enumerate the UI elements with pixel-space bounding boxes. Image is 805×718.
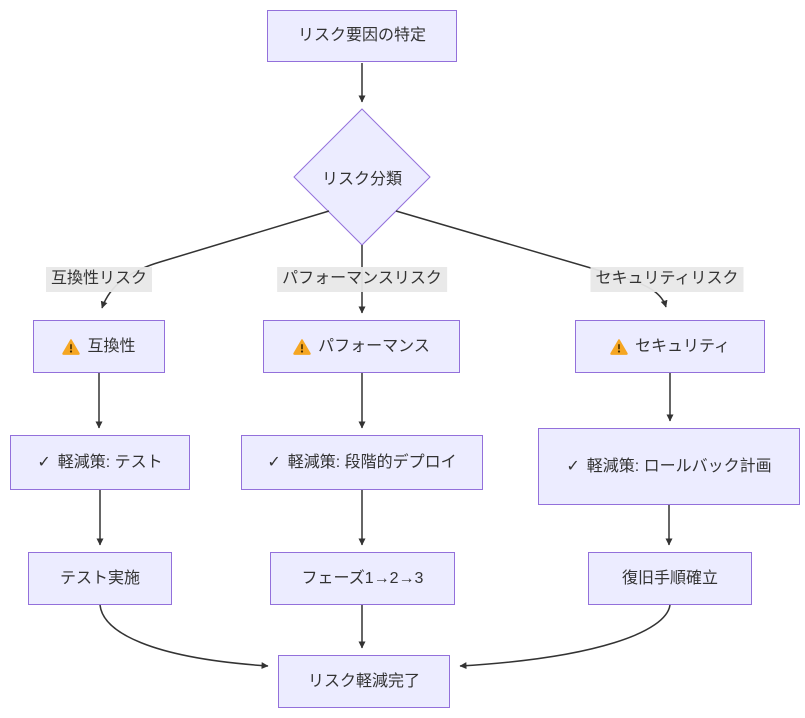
node-risk-identification: リスク要因の特定 [267,10,457,62]
node-label: 互換性 [87,337,136,355]
node-security: セキュリティ [575,320,765,373]
node-compatibility: 互換性 [33,320,165,373]
node-mitigation-staged-deploy: ✓ 軽減策: 段階的デプロイ [241,435,483,490]
node-mitigation-rollback-plan: ✓ 軽減策: ロールバック計画 [538,428,800,505]
node-performance: パフォーマンス [263,320,460,373]
node-label: 軽減策: テスト [57,453,163,471]
edge-decision-compat [100,210,330,309]
node-label: フェーズ1→2→3 [301,569,424,587]
node-label: 軽減策: ロールバック計画 [586,457,772,475]
edge-label-performance-risk: パフォーマンスリスク [277,267,447,292]
node-label: 復旧手順確立 [621,569,718,587]
node-label: セキュリティ [634,337,731,355]
node-recovery-procedure: 復旧手順確立 [588,552,752,605]
node-label: リスク分類 [321,171,402,188]
edge-decision-sec [395,210,668,308]
node-label: テスト実施 [59,569,140,587]
warning-icon [293,338,311,356]
node-phases: フェーズ1→2→3 [270,552,455,605]
node-mitigation-test: ✓ 軽減策: テスト [10,435,190,490]
node-risk-mitigation-complete: リスク軽減完了 [278,655,450,708]
node-risk-classification: リスク分類 [294,160,430,194]
warning-icon [610,338,628,356]
edge-sec-end [459,604,671,670]
edge-compat-end [99,604,269,670]
check-icon: ✓ [37,453,51,471]
node-label: 軽減策: 段階的デプロイ [287,453,457,471]
node-test-execution: テスト実施 [28,552,172,605]
check-icon: ✓ [267,453,281,471]
node-label: パフォーマンス [318,337,430,355]
edge-label-security-risk: セキュリティリスク [590,267,744,292]
node-label: リスク要因の特定 [297,27,426,44]
edge-label-compatibility-risk: 互換性リスク [45,267,153,292]
warning-icon [62,338,81,356]
node-label: リスク軽減完了 [307,672,420,690]
check-icon: ✓ [566,457,580,475]
